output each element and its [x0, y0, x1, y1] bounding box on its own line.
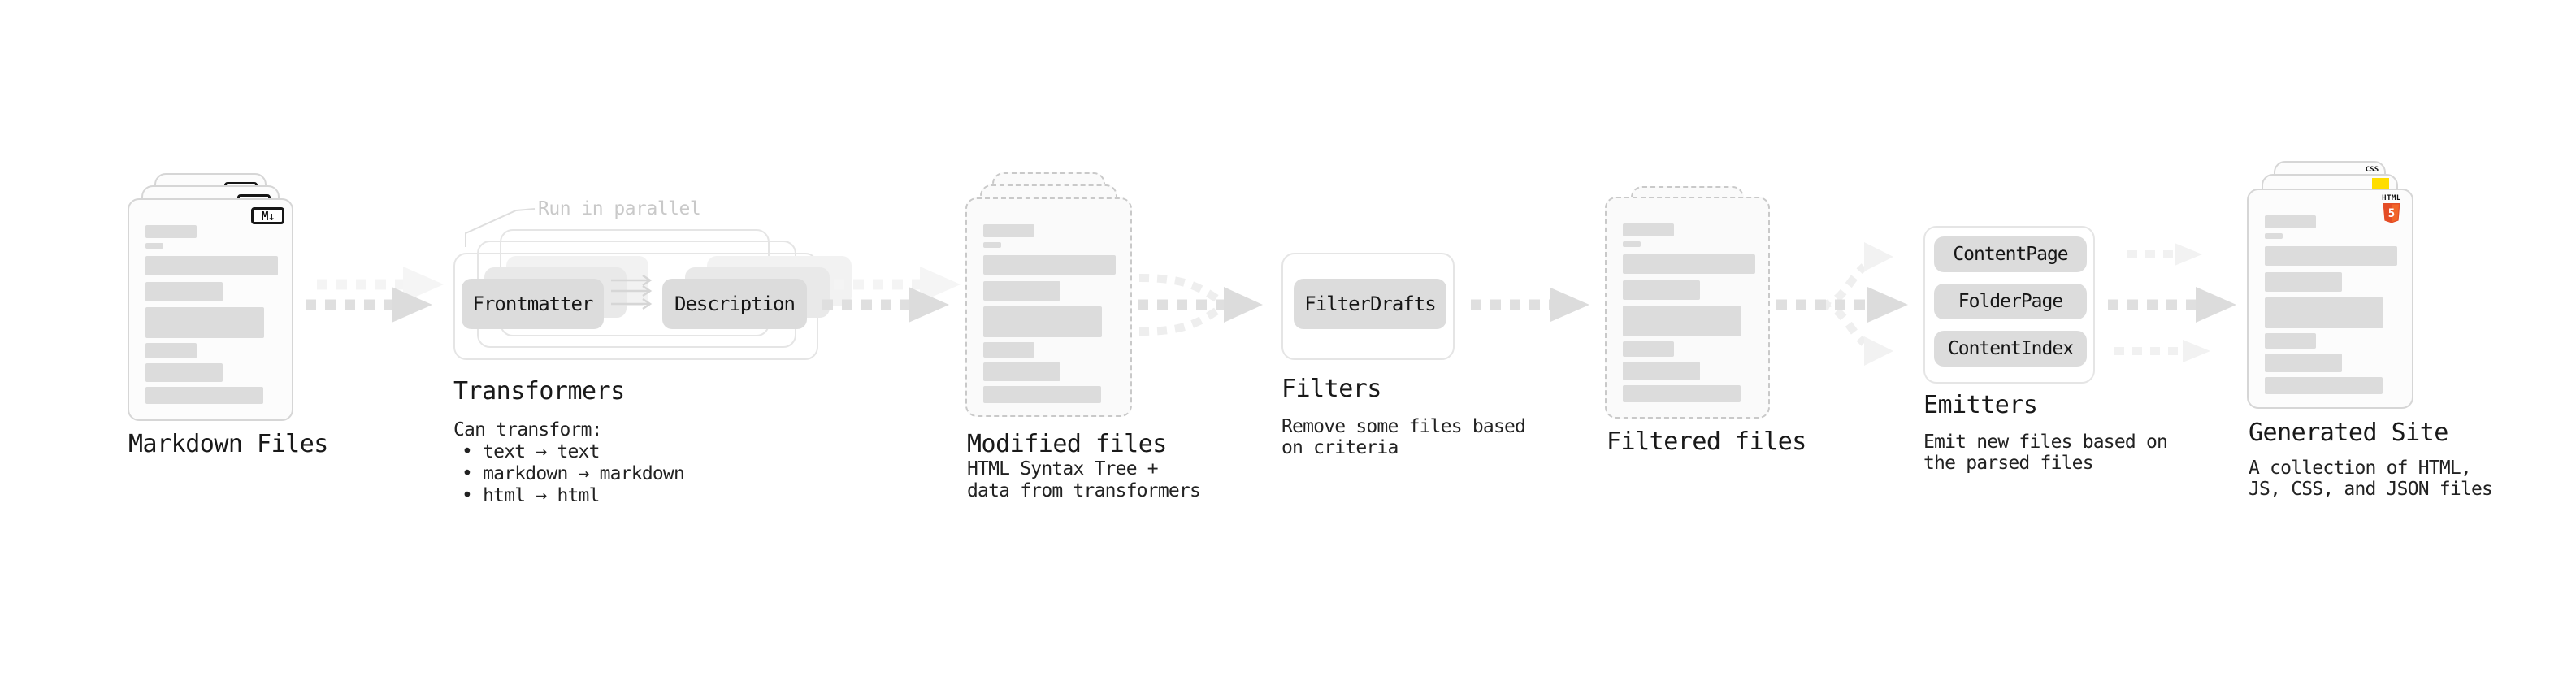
css-icon-label: CSS — [2365, 166, 2379, 174]
html5-icon: HTML 5 — [2381, 195, 2402, 224]
html5-number: 5 — [2388, 207, 2395, 220]
placeholder-bar — [2265, 333, 2316, 349]
subtitle-line: JS, CSS, and JSON files — [2249, 479, 2493, 500]
subtitle-line: data from transformers — [967, 480, 1201, 501]
placeholder-bar — [1623, 241, 1641, 247]
placeholder-bar — [1623, 341, 1674, 357]
placeholder-bar — [983, 242, 1001, 248]
document-card-front: M↓ — [128, 198, 293, 421]
placeholder-bar — [145, 387, 263, 404]
placeholder-bar — [983, 386, 1101, 403]
subtitle-line: on criteria — [1281, 437, 1399, 458]
document-card-front: HTML 5 — [2247, 189, 2413, 409]
placeholder-bar — [1623, 223, 1674, 236]
html5-icon-label: HTML — [2382, 194, 2401, 202]
placeholder-bar — [2265, 233, 2283, 239]
js-icon — [2372, 178, 2389, 189]
flow-arrow-emitters-to-site — [2108, 243, 2236, 362]
transformers-note-heading: Can transform: — [453, 419, 602, 440]
document-card-front — [965, 197, 1132, 417]
placeholder-bar — [1623, 306, 1741, 336]
placeholder-bar — [1623, 280, 1700, 300]
note-bullet: html → html — [462, 485, 684, 507]
placeholder-bar — [1623, 362, 1700, 380]
transform-step-arrows — [611, 274, 653, 310]
run-in-parallel-callout-line — [465, 208, 536, 247]
run-in-parallel-annotation: Run in parallel — [538, 198, 701, 219]
section-title-transformers: Transformers — [453, 377, 625, 406]
html5-shield: 5 — [2383, 203, 2400, 223]
placeholder-bar — [983, 281, 1060, 301]
placeholder-bar — [145, 282, 223, 301]
document-content-placeholder — [2265, 215, 2397, 394]
placeholder-bar — [2265, 272, 2342, 292]
flow-arrow-filtered-to-emitters — [1776, 242, 1908, 366]
section-title-modified-files: Modified files — [967, 430, 1167, 458]
subtitle-line: A collection of HTML, — [2249, 458, 2472, 479]
section-title-filters: Filters — [1281, 375, 1381, 403]
placeholder-bar — [2265, 215, 2316, 228]
contentindex-chip: ContentIndex — [1934, 331, 2087, 367]
placeholder-bar — [983, 306, 1102, 337]
frontmatter-chip: Frontmatter — [462, 279, 604, 329]
modified-files-subtitle: HTML Syntax Tree + data from transformer… — [967, 458, 1201, 502]
contentpage-chip: ContentPage — [1934, 236, 2087, 272]
document-content-placeholder — [145, 225, 278, 404]
subtitle-line: Emit new files based on — [1923, 432, 2168, 453]
placeholder-bar — [1623, 385, 1741, 402]
placeholder-bar — [145, 225, 197, 238]
filters-subtitle: Remove some files based on criteria — [1281, 416, 1526, 458]
subtitle-line: Remove some files based — [1281, 416, 1526, 437]
placeholder-bar — [145, 256, 278, 275]
subtitle-line: HTML Syntax Tree + — [967, 458, 1159, 479]
note-bullet: text → text — [462, 441, 684, 463]
placeholder-bar — [983, 362, 1060, 381]
note-bullet: markdown → markdown — [462, 463, 685, 485]
placeholder-bar — [145, 243, 163, 249]
placeholder-bar — [983, 255, 1116, 275]
generated-site-subtitle: A collection of HTML, JS, CSS, and JSON … — [2249, 458, 2493, 500]
folderpage-chip: FolderPage — [1934, 284, 2087, 319]
placeholder-bar — [2265, 246, 2397, 266]
placeholder-bar — [145, 307, 264, 338]
placeholder-bar — [983, 342, 1034, 358]
flow-arrow-markdown-to-transformers — [306, 267, 444, 323]
emitters-subtitle: Emit new files based on the parsed files — [1923, 432, 2168, 474]
placeholder-bar — [2265, 377, 2383, 394]
filterdrafts-chip: FilterDrafts — [1294, 279, 1446, 329]
section-title-filtered-files: Filtered files — [1607, 427, 1806, 456]
flow-arrow-filters-to-filtered — [1471, 288, 1589, 322]
document-content-placeholder — [1623, 223, 1755, 402]
flow-arrow-modified-to-filters — [1138, 274, 1263, 336]
markdown-icon: M↓ — [251, 207, 284, 224]
section-title-markdown-files: Markdown Files — [128, 430, 328, 458]
subtitle-line: the parsed files — [1923, 453, 2094, 474]
placeholder-bar — [1623, 254, 1755, 274]
description-chip: Description — [662, 279, 807, 329]
placeholder-bar — [983, 224, 1034, 237]
placeholder-bar — [145, 363, 223, 382]
section-title-generated-site: Generated Site — [2249, 419, 2448, 447]
section-title-emitters: Emitters — [1923, 391, 2038, 419]
placeholder-bar — [145, 343, 197, 358]
document-content-placeholder — [983, 224, 1116, 403]
placeholder-bar — [2265, 354, 2342, 372]
document-card-front — [1605, 197, 1770, 419]
placeholder-bar — [2265, 297, 2383, 328]
flow-arrow-transformers-to-modified — [822, 267, 961, 323]
transformers-note-list: text → text markdown → markdown html → h… — [462, 441, 685, 507]
